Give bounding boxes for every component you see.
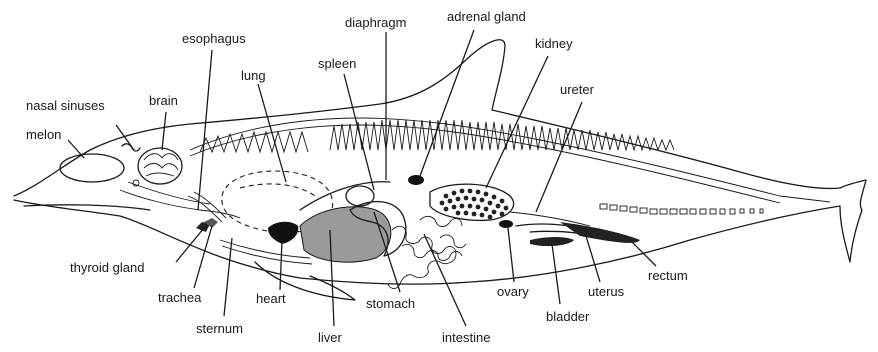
label-ovary: ovary [497, 284, 529, 299]
label-lung: lung [241, 68, 266, 83]
label-stomach: stomach [366, 296, 415, 311]
brain-organ [138, 148, 182, 184]
sternum-bone [220, 240, 312, 264]
label-rectum: rectum [648, 268, 688, 283]
labels: nasal sinuses melon brain esophagus lung… [26, 9, 688, 345]
label-nasal-sinuses: nasal sinuses [26, 98, 105, 113]
heart-organ [268, 222, 298, 244]
trachea-organ [188, 192, 226, 222]
label-brain: brain [149, 93, 178, 108]
intestine-organ [388, 216, 466, 288]
diaphragm-organ [300, 182, 390, 210]
label-thyroid-gland: thyroid gland [70, 260, 144, 275]
label-melon: melon [26, 127, 61, 142]
label-uterus: uterus [588, 284, 625, 299]
adrenal-gland-organ [408, 175, 424, 185]
thyroid-gland-organ [196, 218, 218, 232]
label-liver: liver [318, 330, 343, 345]
ovary-organ [499, 220, 513, 228]
leader-lines [68, 30, 656, 326]
kidney-organ [430, 184, 514, 220]
label-trachea: trachea [158, 290, 202, 305]
label-sternum: sternum [196, 321, 243, 336]
label-heart: heart [256, 291, 286, 306]
label-adrenal-gland: adrenal gland [447, 9, 526, 24]
label-esophagus: esophagus [182, 31, 246, 46]
label-bladder: bladder [546, 309, 590, 324]
label-diaphragm: diaphragm [345, 15, 406, 30]
label-spleen: spleen [318, 56, 356, 71]
spleen-organ [346, 186, 374, 206]
liver-organ [300, 207, 391, 262]
label-kidney: kidney [535, 36, 573, 51]
melon-organ [60, 154, 124, 182]
label-intestine: intestine [442, 330, 490, 345]
label-ureter: ureter [560, 82, 595, 97]
